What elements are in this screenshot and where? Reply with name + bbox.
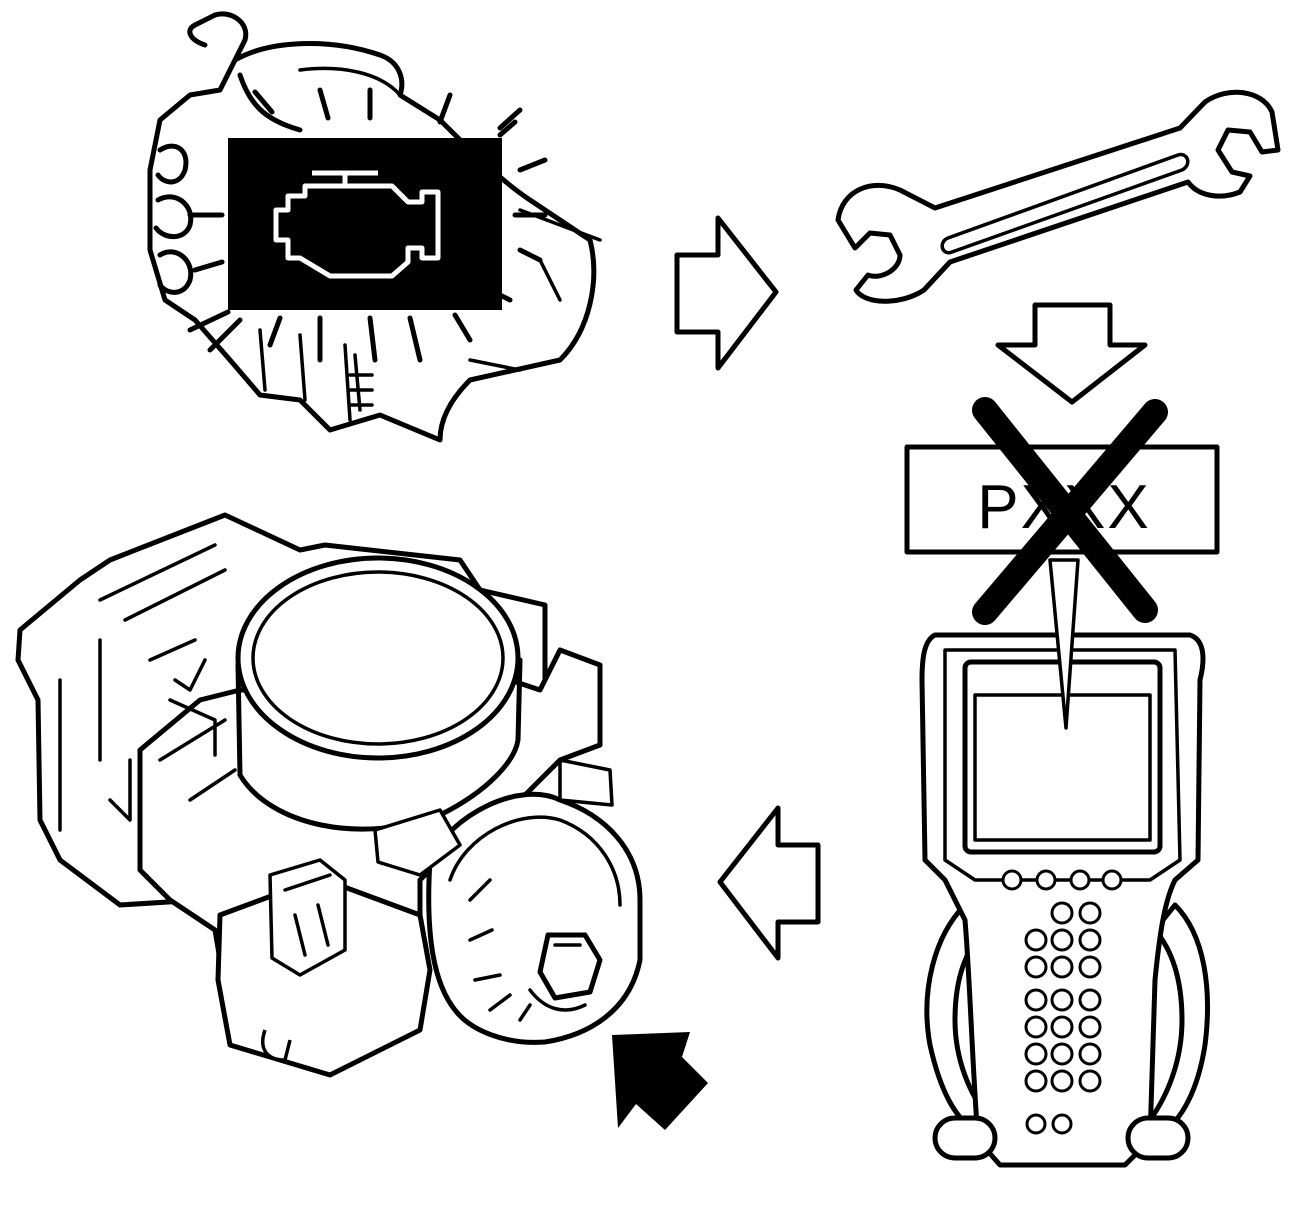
engine-malfunction-illustration <box>147 11 602 443</box>
keypad-button <box>1078 988 1102 1012</box>
keypad-button <box>1050 1015 1074 1039</box>
keypad-button <box>1024 1042 1048 1066</box>
keypad-button <box>1050 928 1074 952</box>
callout-pointer <box>1048 558 1080 730</box>
check-engine-icon <box>273 170 441 279</box>
keypad-button <box>1024 928 1048 952</box>
keypad-button <box>1050 988 1074 1012</box>
cleared-x-mark <box>972 397 1168 625</box>
wrench-icon <box>835 89 1281 304</box>
keypad-button <box>1101 869 1123 891</box>
keypad-button <box>1024 1069 1048 1093</box>
keypad-button <box>1024 988 1048 1012</box>
keypad-button <box>1050 1042 1074 1066</box>
down-arrow-icon <box>995 302 1148 405</box>
keypad-button <box>1050 1069 1074 1093</box>
keypad-button <box>1078 1069 1102 1093</box>
warning-lamp-panel <box>228 138 502 310</box>
keypad-button <box>1078 955 1102 979</box>
keypad-button <box>1024 1015 1048 1039</box>
keypad-button <box>1078 1042 1102 1066</box>
keypad-button <box>1078 901 1102 925</box>
throttle-body-icon <box>15 512 643 1078</box>
right-arrow-icon <box>674 215 779 371</box>
keypad-button <box>1024 955 1048 979</box>
keypad-button <box>1001 869 1023 891</box>
keypad-button <box>1050 901 1074 925</box>
scan-tool-icon <box>919 632 1210 1168</box>
keypad-button <box>1078 928 1102 952</box>
pointer-arrow-icon <box>612 1032 708 1130</box>
keypad-button <box>1078 1015 1102 1039</box>
scan-tool-keypad <box>1001 869 1123 1135</box>
keypad-button <box>1025 1113 1047 1135</box>
keypad-button <box>1050 955 1074 979</box>
left-arrow-icon <box>717 805 821 961</box>
keypad-button <box>1051 1113 1073 1135</box>
keypad-button <box>1035 869 1057 891</box>
keypad-button <box>1069 869 1091 891</box>
